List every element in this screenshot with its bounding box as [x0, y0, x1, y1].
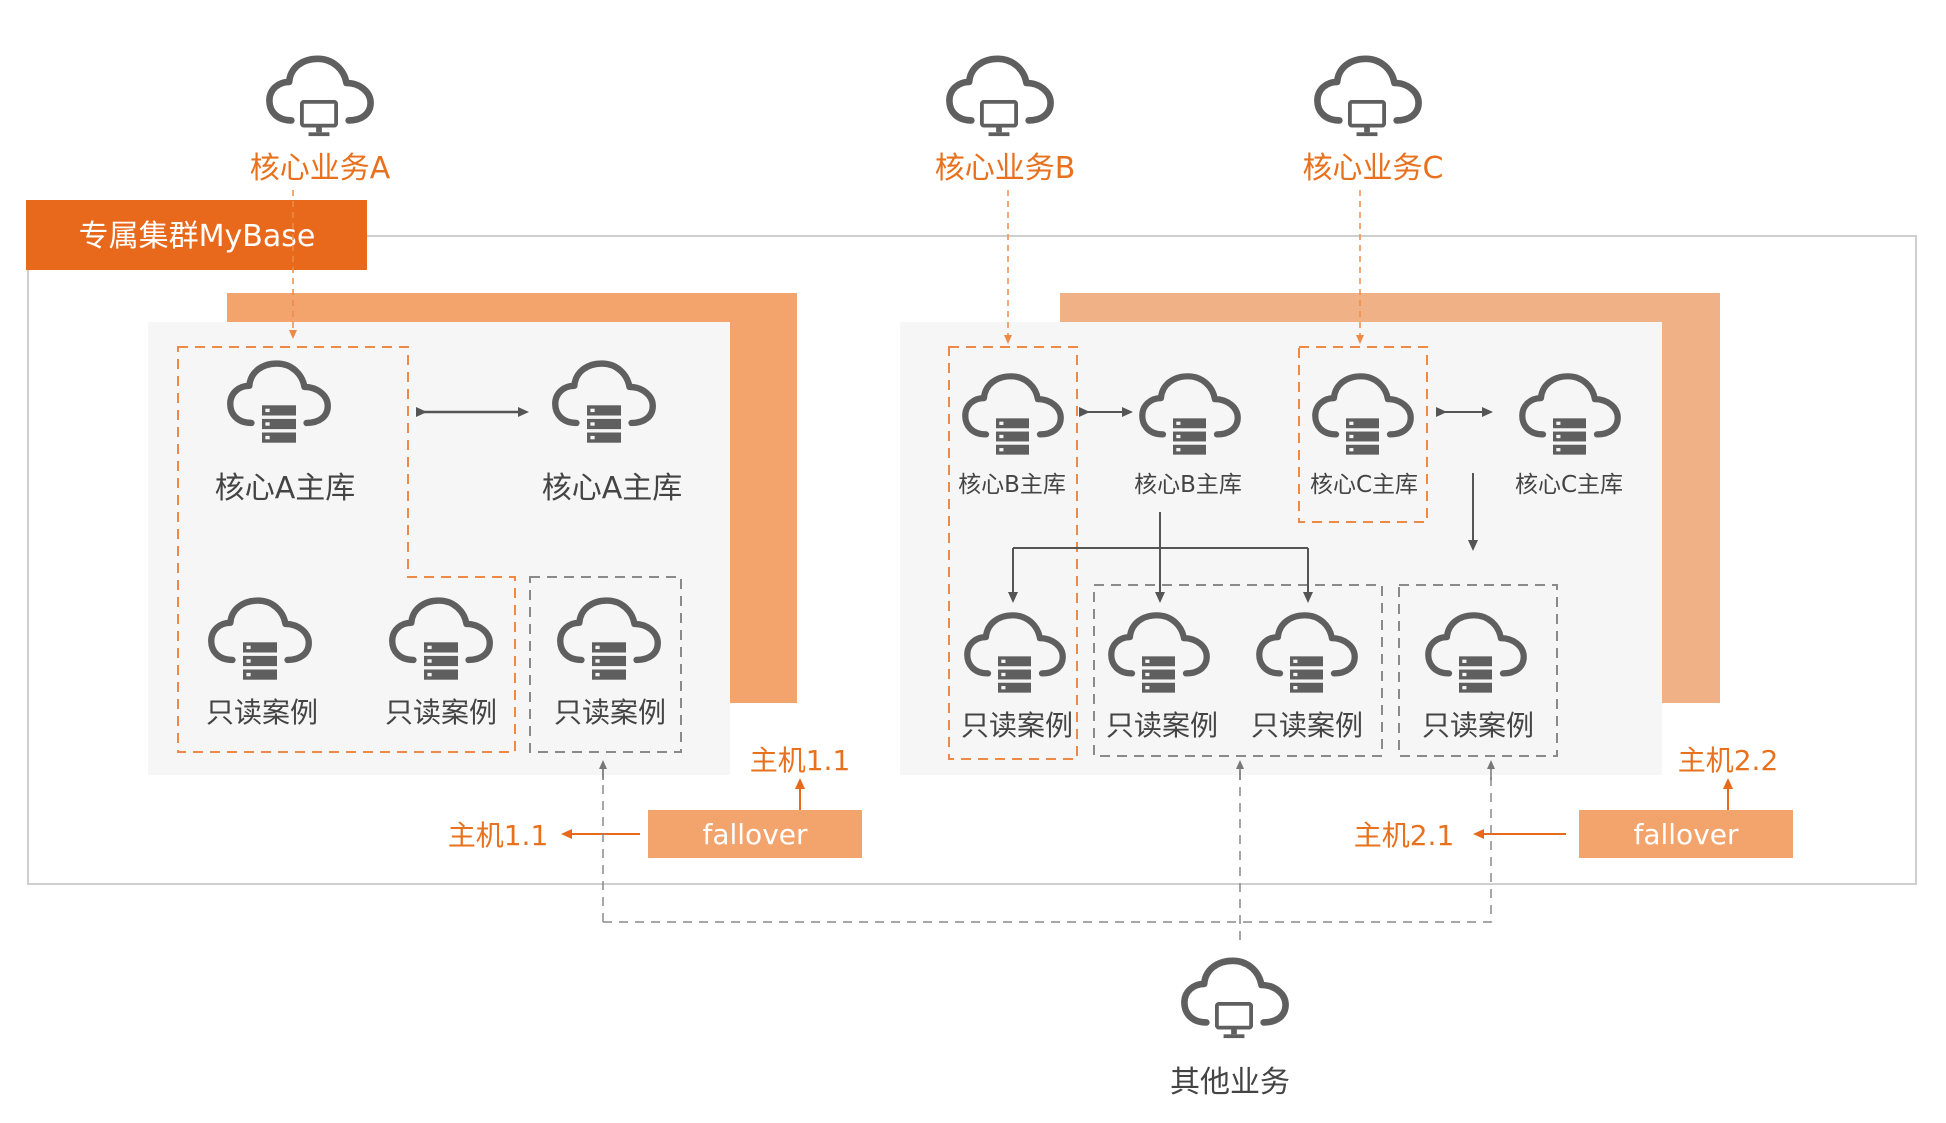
host1-ro3-label: 只读案例: [554, 696, 666, 729]
host1-ro2-label: 只读案例: [385, 696, 497, 729]
host2-c-primary-2-label: 核心C主库: [1515, 472, 1623, 498]
cluster-title-badge: [26, 200, 367, 270]
host1-panel: [148, 322, 730, 775]
service-b-icon: [949, 59, 1050, 138]
host1-host-label-top: 主机1.1: [750, 744, 851, 777]
service-a-icon: [269, 59, 370, 138]
cluster-title: 专属集群MyBase: [79, 219, 316, 254]
host2-host-label-left: 主机2.1: [1354, 819, 1455, 852]
host1-failover-box: [648, 810, 862, 858]
service-b-label: 核心业务B: [935, 151, 1076, 186]
host1-primary-group-outline: [177, 346, 516, 753]
host2-host-label-top: 主机2.2: [1678, 744, 1779, 777]
host2-ro3-label: 只读案例: [1251, 709, 1363, 742]
host1-primary-left-label: 核心A主库: [215, 471, 356, 506]
host1-ro-group-outline: [529, 576, 682, 753]
other-service-icon: [1184, 961, 1285, 1040]
host2-ro-group-outline-1: [1093, 584, 1383, 757]
other-service-label: 其他业务: [1170, 1065, 1290, 1100]
service-c-icon: [1317, 59, 1418, 138]
host2-failover-label: fallover: [1633, 818, 1739, 851]
host2-b-primary-1-label: 核心B主库: [958, 472, 1066, 498]
host2-ro4-label: 只读案例: [1422, 709, 1534, 742]
service-a-label: 核心业务A: [250, 151, 391, 186]
host1-failover-label: fallover: [702, 818, 808, 851]
other-service-bus: [602, 766, 1492, 940]
service-c-label: 核心业务C: [1303, 151, 1444, 186]
host2-b-primary-2-label: 核心B主库: [1134, 472, 1242, 498]
host2-ro1-label: 只读案例: [961, 709, 1073, 742]
host1-host-label-left: 主机1.1: [448, 819, 549, 852]
host1-ro1-label: 只读案例: [206, 696, 318, 729]
host2-ro2-label: 只读案例: [1106, 709, 1218, 742]
host2-c-primary-1-label: 核心C主库: [1310, 472, 1418, 498]
cluster-frame: [27, 235, 1917, 885]
host2-c-group-outline: [1298, 346, 1428, 523]
host2-failover-box: [1579, 810, 1793, 858]
host2-b-group-outline: [948, 346, 1078, 760]
host1-primary-right-label: 核心A主库: [542, 471, 683, 506]
host2-ro-group-outline-2: [1398, 584, 1558, 757]
